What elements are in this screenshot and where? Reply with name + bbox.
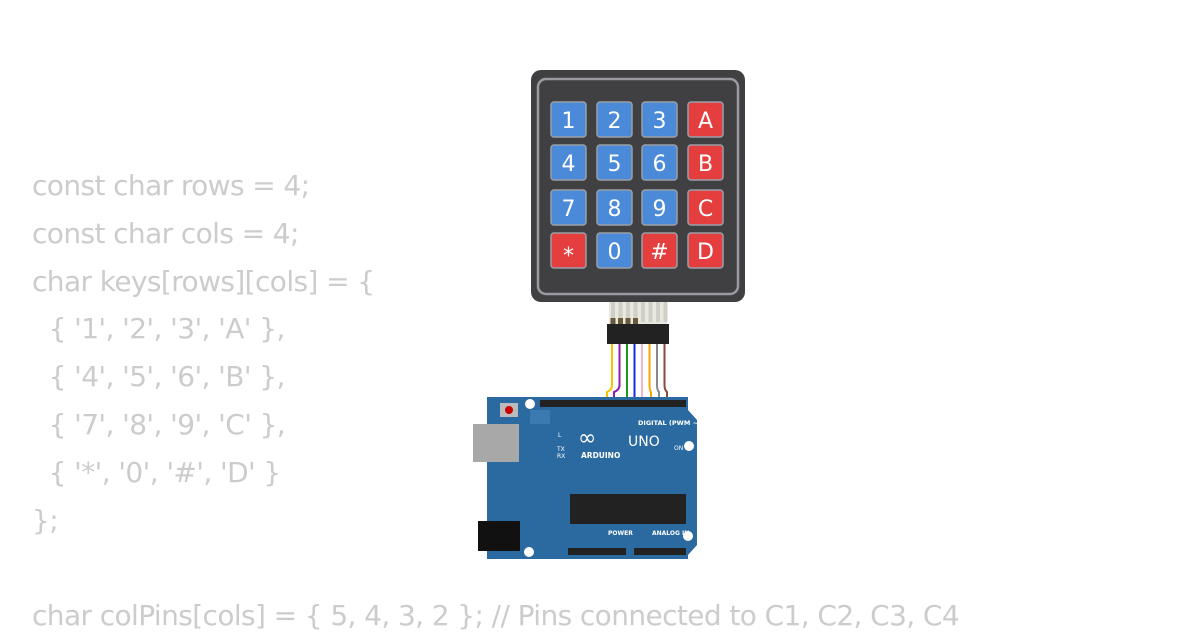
key-label: A bbox=[698, 109, 713, 134]
key-0[interactable]: 0 bbox=[596, 232, 633, 269]
analog-label: ANALOG IN bbox=[652, 530, 689, 537]
digital-header-high bbox=[540, 400, 636, 407]
usb-port bbox=[473, 424, 519, 462]
key-D[interactable]: D bbox=[687, 232, 724, 269]
brand-label: ARDUINO bbox=[581, 451, 620, 460]
code-line: char colPins[cols] = { 5, 4, 3, 2 }; // … bbox=[32, 599, 960, 633]
code-line: { '1', '2', '3', 'A' }, bbox=[32, 312, 286, 346]
key-label: # bbox=[650, 240, 668, 265]
key-3[interactable]: 3 bbox=[641, 101, 678, 138]
key-label: 4 bbox=[562, 152, 576, 177]
tx-label: TX bbox=[556, 446, 565, 453]
rx-label: RX bbox=[557, 453, 565, 460]
key-label: 2 bbox=[608, 109, 622, 134]
arduino-uno[interactable]: DIGITAL (PWM ~) ∞ UNO ARDUINO ON L TX RX… bbox=[473, 397, 701, 559]
analog-header bbox=[634, 548, 686, 555]
key-A[interactable]: A bbox=[687, 101, 724, 138]
key-*[interactable]: * bbox=[550, 232, 587, 269]
key-2[interactable]: 2 bbox=[596, 101, 633, 138]
wire[interactable] bbox=[663, 344, 668, 405]
key-label: 7 bbox=[562, 197, 576, 222]
key-label: 9 bbox=[653, 197, 667, 222]
key-label: D bbox=[697, 240, 714, 265]
key-5[interactable]: 5 bbox=[596, 144, 633, 181]
keypad-4x4[interactable]: 1 2 3 A 4 5 6 B 7 8 9 C * 0 # D bbox=[531, 70, 745, 302]
wire[interactable] bbox=[613, 344, 621, 405]
key-1[interactable]: 1 bbox=[550, 101, 587, 138]
key-label: 0 bbox=[608, 240, 622, 265]
key-label: 1 bbox=[562, 109, 576, 134]
key-B[interactable]: B bbox=[687, 144, 724, 181]
keypad-ribbon bbox=[607, 302, 669, 344]
code-line: }; bbox=[32, 503, 59, 537]
atmega-chip bbox=[570, 494, 686, 524]
code-line: { '7', '8', '9', 'C' }, bbox=[32, 407, 286, 441]
power-label: POWER bbox=[608, 530, 633, 537]
key-label: 3 bbox=[653, 109, 667, 134]
digital-label: DIGITAL (PWM ~) bbox=[638, 419, 701, 427]
arduino-logo-icon: ∞ bbox=[578, 426, 596, 451]
code-line: const char rows = 4; bbox=[32, 169, 310, 202]
code-line: const char cols = 4; bbox=[32, 216, 299, 250]
wires bbox=[606, 344, 668, 405]
l-label: L bbox=[558, 432, 562, 439]
key-label: B bbox=[698, 152, 713, 177]
key-label: 6 bbox=[653, 152, 667, 177]
key-#[interactable]: # bbox=[641, 232, 678, 269]
model-label: UNO bbox=[628, 434, 660, 450]
power-jack bbox=[478, 521, 520, 551]
wire[interactable] bbox=[656, 344, 660, 405]
key-label: 8 bbox=[608, 197, 622, 222]
power-header bbox=[568, 548, 626, 555]
key-7[interactable]: 7 bbox=[550, 189, 587, 226]
wire[interactable] bbox=[606, 344, 613, 405]
key-8[interactable]: 8 bbox=[596, 189, 633, 226]
code-line: { '4', '5', '6', 'B' }, bbox=[32, 360, 286, 394]
key-9[interactable]: 9 bbox=[641, 189, 678, 226]
key-label: 5 bbox=[608, 152, 622, 177]
key-4[interactable]: 4 bbox=[550, 144, 587, 181]
key-label: C bbox=[698, 197, 713, 222]
key-label: * bbox=[563, 244, 574, 269]
key-C[interactable]: C bbox=[687, 189, 724, 226]
code-line: char keys[rows][cols] = { bbox=[32, 264, 375, 298]
code-background: const char rows = 4; const char cols = 4;… bbox=[32, 164, 960, 642]
key-6[interactable]: 6 bbox=[641, 144, 678, 181]
wire[interactable] bbox=[648, 344, 652, 405]
code-line: { '*', '0', '#', 'D' } bbox=[32, 455, 282, 489]
keypad-border bbox=[536, 77, 740, 296]
digital-header-low bbox=[622, 400, 686, 407]
on-label: ON bbox=[674, 445, 683, 452]
